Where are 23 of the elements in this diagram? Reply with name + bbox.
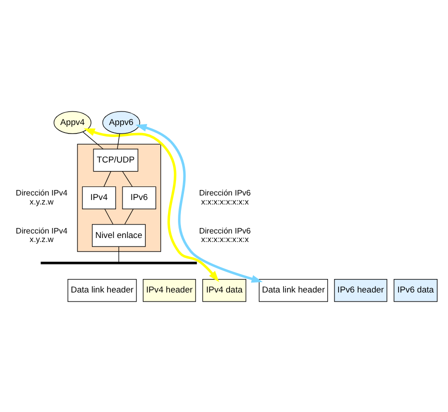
node-bar [40,261,197,264]
cluster [77,143,162,252]
node-box: IPv4 [82,186,116,209]
connector [124,208,134,224]
arrow [135,123,263,282]
connector [104,208,114,224]
node-box: IPv4 data [202,278,246,302]
node-box: Data link header [258,278,328,302]
node-box: IPv6 data [394,278,438,302]
node-box: IPv6 [122,186,156,209]
connector [104,170,112,186]
connector [117,132,120,149]
node-box: Nivel enlace [92,224,146,246]
connector [122,170,133,186]
node-box: TCP/UDP [93,148,138,172]
node-ellipse: Appv4 [54,110,92,134]
connector [118,246,120,262]
arrow [84,128,220,282]
node-box: Data link header [68,278,137,302]
node-box: IPv6 header [334,278,388,302]
connector [82,131,104,149]
node-box: IPv4 header [142,278,196,302]
node-ellipse: Appv6 [102,110,140,134]
